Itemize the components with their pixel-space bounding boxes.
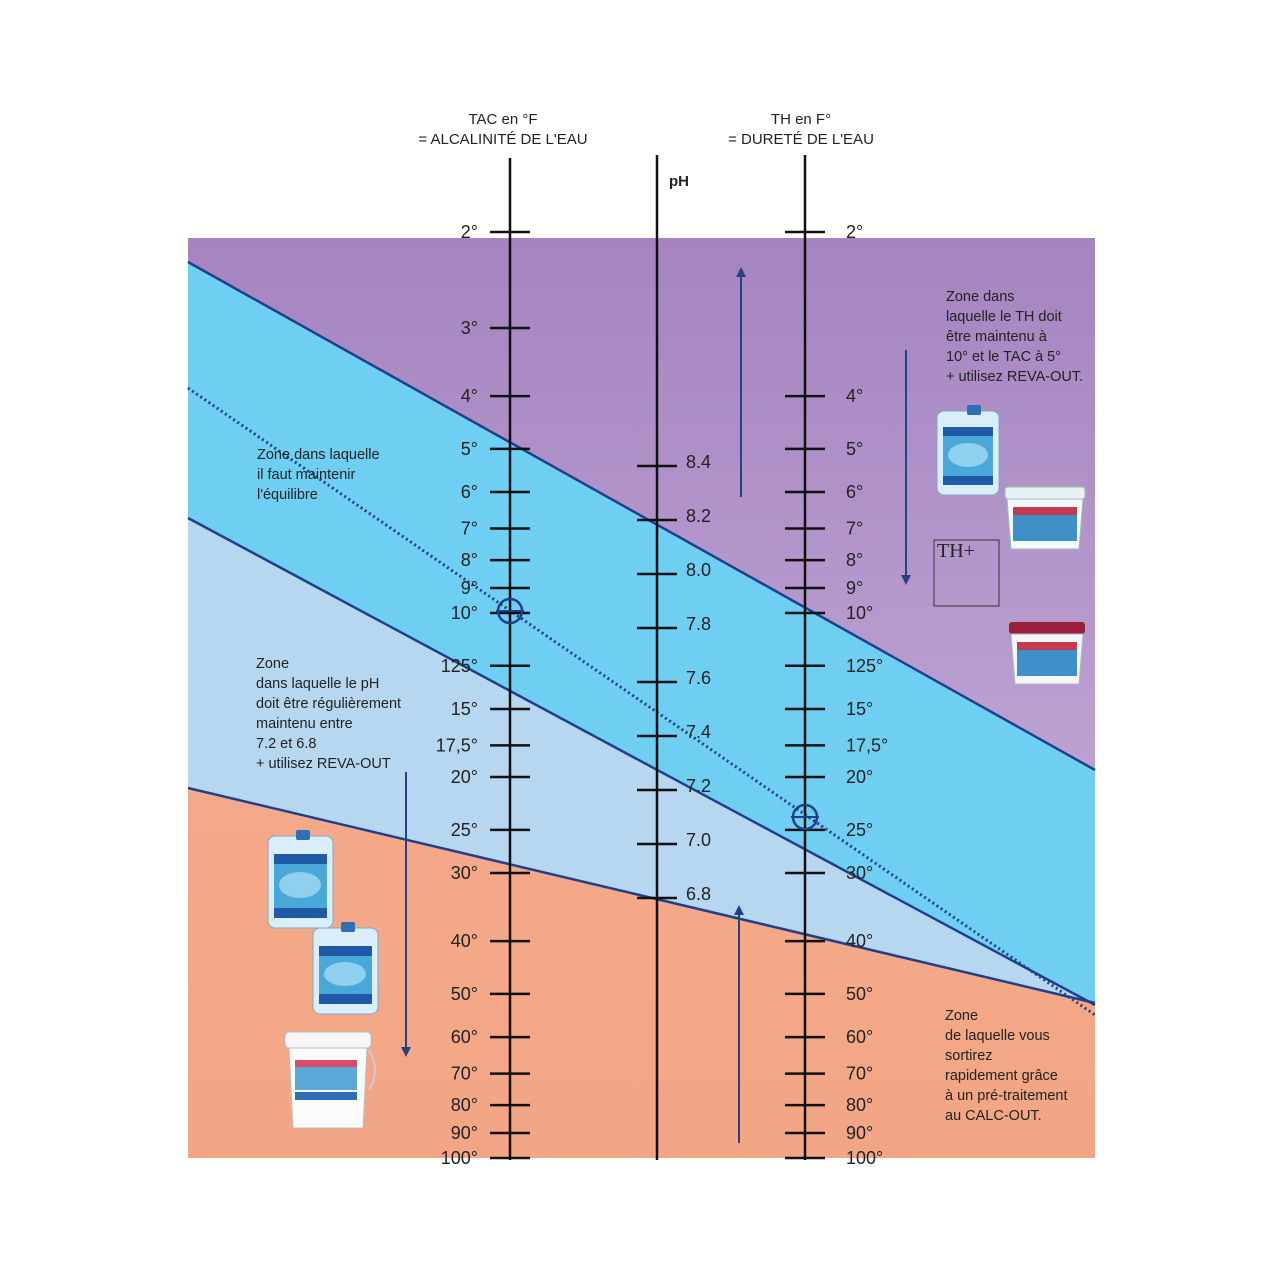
th-target-marker — [791, 803, 819, 831]
ph-tick-label: 8.4 — [686, 452, 711, 472]
balance-dotted-line — [187, 386, 1096, 1017]
th-tick-label: 125° — [846, 656, 883, 676]
th-tick-label: 2° — [846, 222, 863, 242]
th-tick-label: 6° — [846, 482, 863, 502]
tac-tick-label: 10° — [451, 603, 478, 623]
th-tick-group: 2° 4° 5° 6° 7° 8° 9° 10° 125° 15° 17,5° 20° 25° 30° 40… — [785, 222, 888, 1168]
th-tick-label: 90° — [846, 1123, 873, 1143]
tac-title-line1: TAC en °F — [468, 111, 537, 128]
tac-tick-label: 50° — [451, 984, 478, 1004]
th-tick-label: 7° — [846, 519, 863, 539]
th-tick-label: 4° — [846, 386, 863, 406]
th-tick-label: 80° — [846, 1095, 873, 1115]
ph-tick-label: 8.2 — [686, 506, 711, 526]
orange-boundary-line — [187, 786, 1096, 1005]
ph-tick-label: 7.0 — [686, 830, 711, 850]
th-title-line2: = DURETÉ DE L'EAU — [728, 131, 874, 148]
product-tub-top-right — [1004, 486, 1086, 550]
th-tick-label: 5° — [846, 439, 863, 459]
tac-tick-label: 80° — [451, 1095, 478, 1115]
th-tick-label: 40° — [846, 931, 873, 951]
zone-text-top-right: Zone dans laquelle le TH doit être maint… — [946, 289, 1083, 385]
product-jerrycan-left-1 — [267, 830, 334, 929]
cyan-band — [188, 262, 1095, 1005]
orange-zone — [188, 788, 1095, 1158]
tac-tick-label: 60° — [451, 1027, 478, 1047]
th-tick-label: 9° — [846, 578, 863, 598]
th-tick-label: 25° — [846, 820, 873, 840]
tac-tick-label: 7° — [461, 519, 478, 539]
tac-tick-label: 3° — [461, 318, 478, 338]
zone-text-lower-left: Zone dans laquelle le pH doit être régul… — [256, 656, 405, 772]
tac-tick-label: 8° — [461, 550, 478, 570]
tac-title-line2: = ALCALINITÉ DE L'EAU — [418, 131, 587, 148]
tac-tick-label: 17,5° — [436, 735, 478, 755]
product-jerrycan-left-2 — [312, 922, 379, 1015]
th-tick-label: 10° — [846, 603, 873, 623]
th-plus-label: TH+ — [937, 540, 975, 562]
tac-tick-label: 15° — [451, 699, 478, 719]
th-tick-label: 30° — [846, 863, 873, 883]
tac-target-marker — [496, 597, 524, 625]
ph-tick-label: 7.4 — [686, 722, 711, 742]
tac-tick-label: 30° — [451, 863, 478, 883]
ph-tick-label: 6.8 — [686, 884, 711, 904]
th-tick-label: 8° — [846, 550, 863, 570]
tac-tick-label: 4° — [461, 386, 478, 406]
tac-tick-label: 25° — [451, 820, 478, 840]
th-tick-label: 50° — [846, 984, 873, 1004]
product-tub-middle-right — [1009, 622, 1085, 685]
th-tick-label: 70° — [846, 1064, 873, 1084]
tac-tick-label: 70° — [451, 1064, 478, 1084]
th-tick-label: 17,5° — [846, 735, 888, 755]
upper-boundary-line — [187, 260, 1096, 772]
ph-tick-label: 7.6 — [686, 668, 711, 688]
th-plus-box — [933, 539, 1000, 607]
lower-boundary-line — [187, 516, 1096, 1007]
zone-text-middle-left: Zone dans laquelle il faut maintenir l'é… — [257, 447, 384, 503]
th-tick-label: 20° — [846, 767, 873, 787]
th-tick-label: 60° — [846, 1027, 873, 1047]
tac-tick-label: 40° — [451, 931, 478, 951]
th-tick-label: 15° — [846, 699, 873, 719]
tac-tick-label: 6° — [461, 482, 478, 502]
ph-tick-label: 7.8 — [686, 614, 711, 634]
tac-tick-label: 90° — [451, 1123, 478, 1143]
tac-tick-group: 2° 3° 4° 5° 6° 7° 8° 9° 10° 125° 15° 17,5° 20° 25° 30°… — [436, 222, 530, 1168]
ph-tick-label: 7.2 — [686, 776, 711, 796]
tac-tick-label: 2° — [461, 222, 478, 242]
ph-title: pH — [669, 173, 689, 190]
tac-tick-label: 125° — [441, 656, 478, 676]
th-title-line1: TH en F° — [771, 111, 831, 128]
tac-tick-label: 100° — [441, 1148, 478, 1168]
zone-text-bottom-right: Zone de laquelle vous sortirez rapidemen… — [945, 1008, 1072, 1124]
tac-tick-label: 5° — [461, 439, 478, 459]
product-bucket-bottom-left — [284, 1031, 376, 1129]
ph-tick-group: 8.4 8.2 8.0 7.8 7.6 7.4 7.2 7.0 6.8 — [637, 452, 711, 904]
tac-tick-label: 20° — [451, 767, 478, 787]
product-jerrycan-top-right — [936, 405, 1000, 496]
ph-tick-label: 8.0 — [686, 560, 711, 580]
tac-tick-label: 9° — [461, 578, 478, 598]
th-tick-label: 100° — [846, 1148, 883, 1168]
